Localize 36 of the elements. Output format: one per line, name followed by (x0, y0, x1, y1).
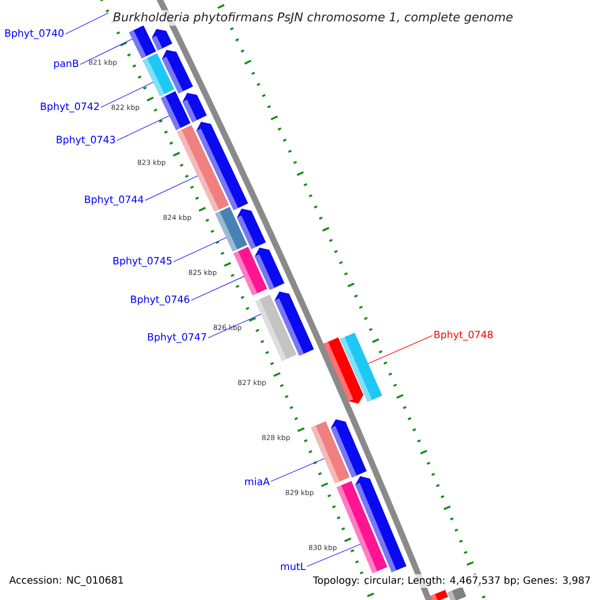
gene-label: Bphyt_0747 (148, 332, 206, 343)
leader-line (100, 82, 154, 108)
gene-block (355, 476, 406, 572)
gene-block (330, 419, 367, 478)
gene-label: Bphyt_0748 (434, 330, 493, 341)
leader-line (368, 335, 433, 364)
gene-block (162, 50, 194, 94)
gene-block (182, 92, 207, 122)
title: Burkholderia phytofirmans PsJN chromosome 1, complete genome (110, 10, 516, 26)
info-text: Topology: circular; Length: 4,467,537 bp; Genes: 3,987 (310, 574, 593, 588)
leader-line (80, 38, 133, 65)
gene-label: Bphyt_0743 (56, 136, 115, 146)
info-text: Accession: NC_010681 (7, 574, 126, 588)
leader-line (144, 175, 198, 201)
leader-line (190, 276, 244, 301)
leader-line (173, 237, 227, 262)
leader-line (116, 115, 170, 141)
gene-label: Bphyt_0746 (131, 295, 190, 306)
gene-block (254, 248, 284, 290)
gene-block (274, 292, 314, 356)
gene-label: panB (54, 60, 78, 70)
leader-line (306, 544, 361, 567)
leader-line (65, 12, 109, 34)
leader-line (208, 314, 262, 338)
gene-label: Bphyt_0742 (40, 102, 99, 112)
leader-line (270, 458, 325, 482)
gene-label: miaA (245, 477, 270, 486)
gene-block (430, 590, 448, 600)
gene-label: Bphyt_0740 (5, 29, 64, 40)
gene-block (324, 337, 364, 404)
gene-label: Bphyt_0744 (85, 195, 144, 206)
gene-block (196, 122, 248, 210)
gene-block (236, 208, 266, 249)
gene-block (152, 28, 172, 50)
gene-label: Bphyt_0745 (114, 256, 172, 267)
gene-label: mutL (281, 562, 306, 570)
